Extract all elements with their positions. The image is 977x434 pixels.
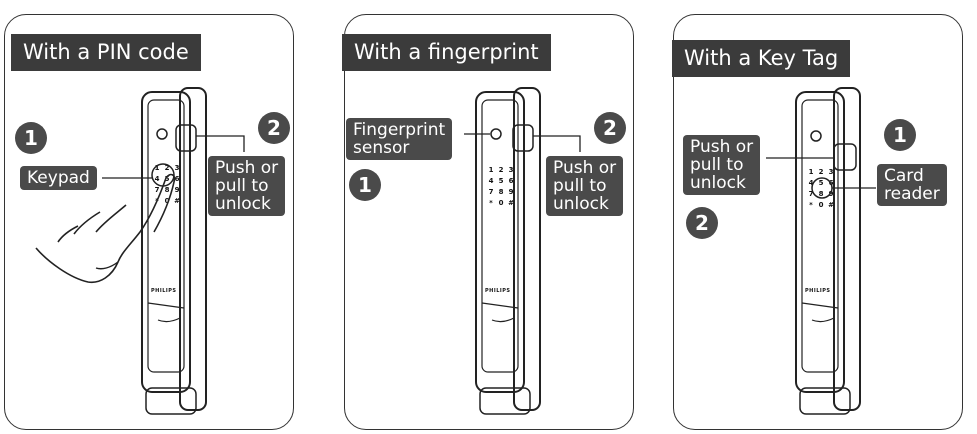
step-1-badge: 1 bbox=[15, 122, 47, 154]
key-1[interactable]: 1 bbox=[488, 166, 494, 174]
key-2[interactable]: 2 bbox=[498, 166, 504, 174]
key-5[interactable]: 5 bbox=[164, 175, 170, 183]
push-pull-label: Push or pull to unlock bbox=[208, 156, 286, 216]
brand-logo: PHILIPS bbox=[151, 288, 177, 294]
key-0[interactable]: 0 bbox=[818, 201, 824, 209]
step-2-badge: 2 bbox=[258, 112, 290, 144]
key-2[interactable]: 2 bbox=[818, 168, 824, 176]
key-4[interactable]: 4 bbox=[488, 177, 494, 185]
step-1-badge: 1 bbox=[349, 169, 381, 201]
keypad-grid: 1 2 3 4 5 6 7 8 9 * 0 # bbox=[806, 168, 836, 209]
key-3[interactable]: 3 bbox=[174, 164, 180, 172]
card-reader-label: Card reader bbox=[877, 164, 947, 206]
key-7[interactable]: 7 bbox=[808, 190, 814, 198]
brand-logo: PHILIPS bbox=[805, 288, 831, 294]
key-3[interactable]: 3 bbox=[828, 168, 834, 176]
keypad-grid: 1 2 3 4 5 6 7 8 9 * 0 # bbox=[152, 164, 182, 205]
key-1[interactable]: 1 bbox=[808, 168, 814, 176]
panel-fingerprint bbox=[344, 14, 634, 430]
keypad-label: Keypad bbox=[20, 166, 97, 190]
key-8[interactable]: 8 bbox=[498, 188, 504, 196]
key-hash[interactable]: # bbox=[508, 199, 514, 207]
key-3[interactable]: 3 bbox=[508, 166, 514, 174]
key-9[interactable]: 9 bbox=[174, 186, 180, 194]
key-6[interactable]: 6 bbox=[828, 179, 834, 187]
panel-title-fingerprint: With a fingerprint bbox=[342, 34, 551, 71]
fingerprint-sensor-label: Fingerprint sensor bbox=[346, 118, 453, 160]
key-9[interactable]: 9 bbox=[508, 188, 514, 196]
key-6[interactable]: 6 bbox=[508, 177, 514, 185]
step-1-badge: 1 bbox=[884, 119, 916, 151]
push-pull-label: Push or pull to unlock bbox=[546, 156, 624, 216]
key-5[interactable]: 5 bbox=[818, 179, 824, 187]
key-0[interactable]: 0 bbox=[498, 199, 504, 207]
panel-title-key-tag: With a Key Tag bbox=[672, 40, 851, 77]
key-0[interactable]: 0 bbox=[164, 197, 170, 205]
brand-logo: PHILIPS bbox=[485, 288, 511, 294]
step-2-badge: 2 bbox=[594, 112, 626, 144]
key-1[interactable]: 1 bbox=[154, 164, 160, 172]
door-lock-body bbox=[795, 87, 861, 415]
key-star[interactable]: * bbox=[809, 201, 813, 209]
key-8[interactable]: 8 bbox=[818, 190, 824, 198]
key-star[interactable]: * bbox=[155, 197, 159, 205]
door-lock-body bbox=[475, 87, 541, 415]
key-8[interactable]: 8 bbox=[164, 186, 170, 194]
door-lock-body bbox=[141, 87, 207, 415]
key-6[interactable]: 6 bbox=[174, 175, 180, 183]
key-star[interactable]: * bbox=[489, 199, 493, 207]
key-9[interactable]: 9 bbox=[828, 190, 834, 198]
key-5[interactable]: 5 bbox=[498, 177, 504, 185]
key-7[interactable]: 7 bbox=[154, 186, 160, 194]
key-4[interactable]: 4 bbox=[808, 179, 814, 187]
panel-title-pin: With a PIN code bbox=[11, 34, 201, 71]
key-7[interactable]: 7 bbox=[488, 188, 494, 196]
key-4[interactable]: 4 bbox=[154, 175, 160, 183]
push-pull-label: Push or pull to unlock bbox=[683, 135, 761, 195]
key-2[interactable]: 2 bbox=[164, 164, 170, 172]
keypad-grid: 1 2 3 4 5 6 7 8 9 * 0 # bbox=[486, 166, 516, 207]
step-2-badge: 2 bbox=[686, 207, 718, 239]
key-hash[interactable]: # bbox=[174, 197, 180, 205]
key-hash[interactable]: # bbox=[828, 201, 834, 209]
panel-key-tag bbox=[673, 14, 963, 430]
